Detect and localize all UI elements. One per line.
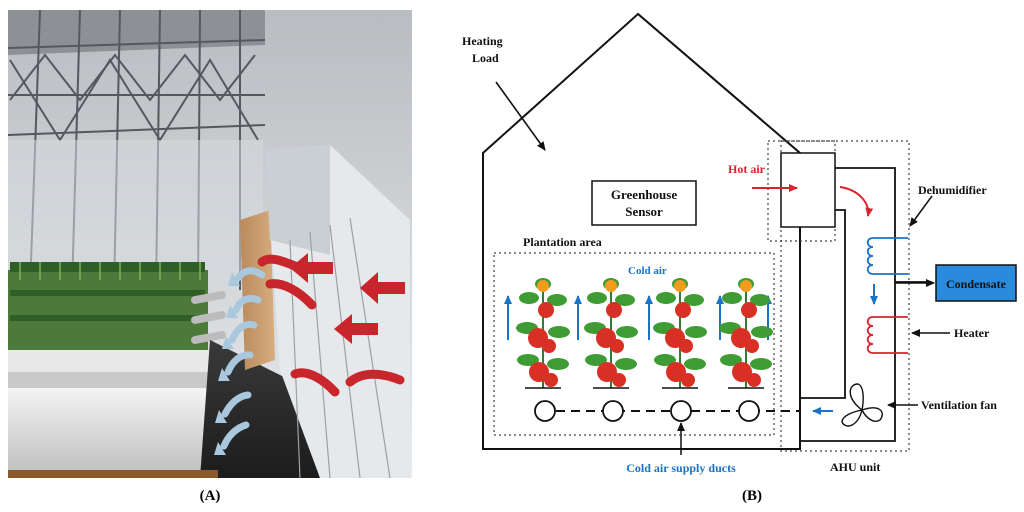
ahu-unit-label: AHU unit — [830, 460, 880, 474]
dehumidifier-label: Dehumidifier — [918, 183, 987, 197]
heating-load-label-line1: Heating — [462, 34, 503, 48]
tomato-plant-icons — [516, 278, 773, 389]
tomato-plant-icon — [584, 278, 638, 389]
panel-a-caption: (A) — [200, 488, 221, 504]
plantation-area-region — [493, 252, 775, 436]
tomato-plant-icon — [719, 278, 773, 389]
duct-circle — [602, 400, 624, 422]
tomato-plant-icon — [653, 278, 707, 389]
greenhouse-sensor-label-line2: Sensor — [625, 204, 663, 219]
ahu-mixing-box — [780, 152, 836, 228]
hot-air-flow-arrow — [839, 186, 874, 217]
ahu-ducting — [800, 167, 932, 442]
duct-circle — [534, 400, 556, 422]
cold-air-supply-ducts-label: Cold air supply ducts — [626, 461, 736, 475]
ventilation-fan-label: Ventilation fan — [921, 398, 997, 412]
panel-b-caption: (B) — [742, 488, 762, 504]
greenhouse-outline — [482, 12, 801, 450]
ventilation-fan-icon — [841, 383, 883, 427]
plantation-area-label: Plantation area — [523, 235, 602, 249]
hot-air-label: Hot air — [728, 162, 766, 176]
heating-load-arrow — [495, 81, 546, 151]
condensate-box — [935, 264, 1017, 302]
cold-air-label: Cold air — [628, 265, 667, 277]
duct-circle — [670, 400, 692, 422]
condensate-label: Condensate — [946, 277, 1007, 291]
greenhouse-sensor-label-line1: Greenhouse — [611, 187, 677, 202]
panel-b-diagram: Heating Load Greenhouse Sensor Plantatio… — [462, 12, 1017, 475]
heater-label: Heater — [954, 326, 990, 340]
ahu-unit-region — [780, 140, 910, 452]
tomato-plant-icon — [516, 278, 570, 389]
panel-a-illustration — [7, 9, 412, 479]
greenhouse-sensor-box — [591, 180, 697, 226]
heating-load-label-line2: Load — [472, 51, 499, 65]
dehumidifier-coil — [866, 237, 908, 275]
heater-coil — [866, 316, 908, 354]
cold-air-supply-ducts — [534, 400, 800, 422]
dehumidifier-pointer — [909, 195, 933, 227]
duct-circle — [738, 400, 760, 422]
